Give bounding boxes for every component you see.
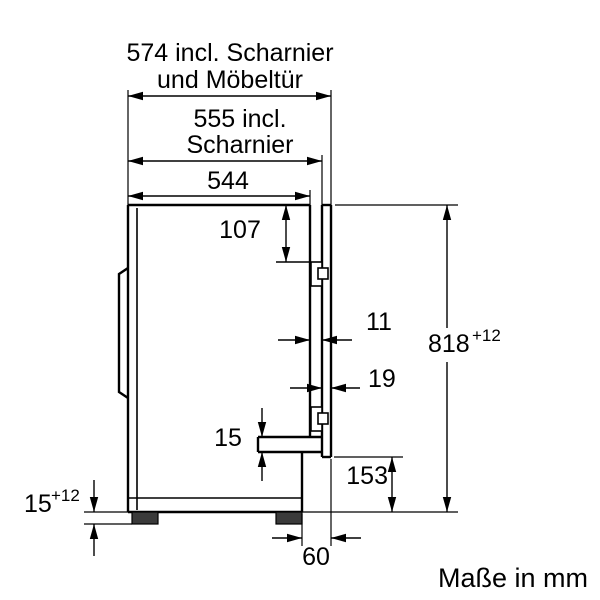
dim-544-label: 544: [207, 167, 249, 195]
appliance-body-outline: [117, 203, 321, 514]
dim-574-label-line1: 574 incl. Scharnier: [126, 39, 333, 67]
dim-15-base-label: 15: [24, 490, 52, 518]
dim-574-label-line2: und Möbeltür: [157, 66, 303, 94]
dim-11-label: 11: [366, 308, 392, 336]
dim-15-front-label: 15: [214, 424, 242, 452]
dim-19-label: 19: [368, 365, 396, 393]
hinges: [276, 261, 329, 432]
dim-153-label: 153: [346, 462, 388, 490]
extension-lines: [84, 90, 458, 546]
adjustable-feet: [131, 511, 303, 525]
dim-15-base-tolerance-label: +12: [51, 486, 80, 505]
dimension-labels: 574 incl. Scharnier und Möbeltür 555 inc…: [24, 39, 501, 571]
dim-107-label: 107: [219, 216, 261, 244]
units-label: Maße in mm: [438, 563, 588, 593]
dim-555-label-line2: Scharnier: [187, 131, 294, 159]
dim-818-label: 818: [428, 330, 470, 358]
dimension-lines: [89, 91, 452, 556]
dim-555-label-line1: 555 incl.: [193, 105, 286, 133]
dim-818-tolerance-label: +12: [472, 326, 501, 345]
dim-60-label: 60: [302, 543, 330, 571]
